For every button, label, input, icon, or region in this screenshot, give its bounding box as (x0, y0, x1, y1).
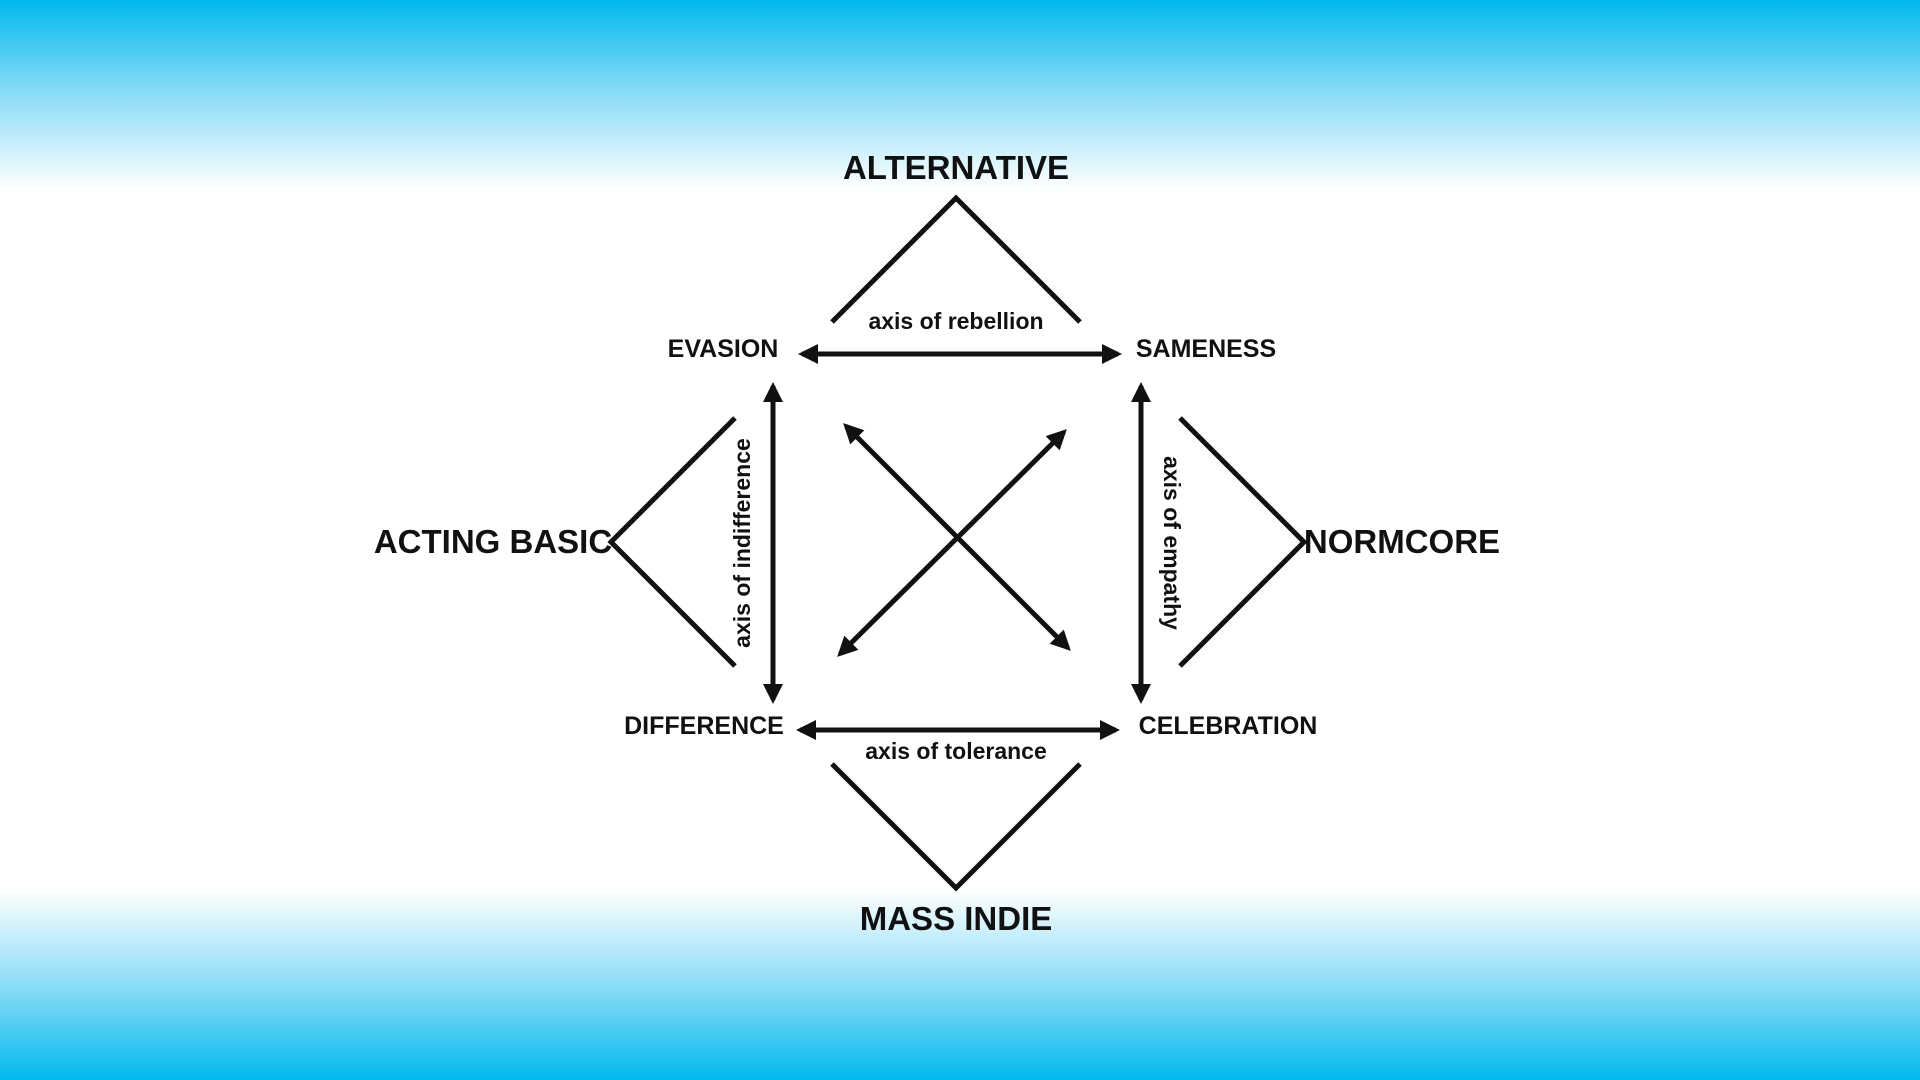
label-acting-basic: ACTING BASIC (374, 523, 612, 560)
axis-label-rebellion: axis of rebellion (868, 308, 1043, 334)
bottom-chevron (830, 762, 1082, 892)
axis-label-indifference: axis of indifference (729, 438, 755, 648)
top-chevron (830, 194, 1082, 324)
diagonal-arrow-sameness-difference (837, 429, 1067, 657)
label-celebration: CELEBRATION (1139, 712, 1318, 740)
right-chevron (1178, 416, 1308, 668)
left-chevron (607, 416, 737, 668)
axis-label-empathy: axis of empathy (1159, 456, 1185, 630)
label-evasion: EVASION (668, 335, 779, 363)
top-gradient-band (0, 0, 1920, 190)
label-alternative: ALTERNATIVE (843, 149, 1069, 186)
axis-label-tolerance: axis of tolerance (865, 738, 1047, 764)
bottom-gradient-band (0, 890, 1920, 1080)
label-difference: DIFFERENCE (624, 712, 784, 740)
label-sameness: SAMENESS (1136, 335, 1276, 363)
label-mass-indie: MASS INDIE (860, 900, 1053, 937)
label-normcore: NORMCORE (1304, 523, 1500, 560)
